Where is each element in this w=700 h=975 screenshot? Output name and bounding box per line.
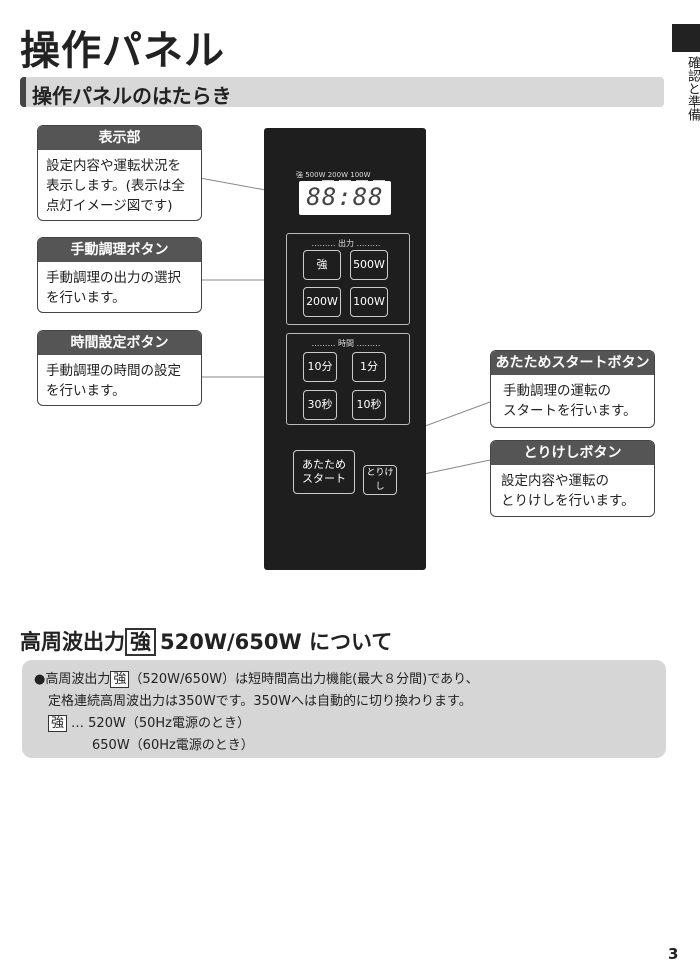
- power-title-pre: 高周波出力: [20, 630, 125, 654]
- callout-manual-buttons: 手動調理ボタン 手動調理の出力の選択 を行います。: [37, 237, 202, 313]
- callout-manual-line: を行います。: [46, 290, 126, 306]
- callout-cancel-body: 設定内容や運転の とりけしを行います。: [491, 465, 654, 516]
- callout-manual-line: 手動調理の出力の選択: [46, 270, 181, 286]
- callout-cancel-line: 設定内容や運転の: [501, 473, 609, 489]
- callout-start-body: 手動調理の運転の スタートを行います。: [491, 375, 654, 427]
- note-line-3-box: 強: [48, 715, 68, 732]
- callout-time-buttons: 時間設定ボタン 手動調理の時間の設定 を行います。: [37, 330, 202, 406]
- note-line-4: 650W（60Hz電源のとき）: [92, 738, 254, 753]
- note-line-1-pre: ●高周波出力: [34, 672, 111, 687]
- 500w-button[interactable]: 500W: [350, 250, 388, 280]
- section-bar: [20, 77, 664, 107]
- callout-manual-title: 手動調理ボタン: [38, 238, 201, 262]
- callout-display-body: 設定内容や運転状況を 表示します。(表示は全 点灯イメージ図です): [38, 150, 201, 220]
- callout-time-body: 手動調理の時間の設定 を行います。: [38, 355, 201, 405]
- section-title: 操作パネルのはたらき: [32, 84, 232, 108]
- callout-start-line: スタートを行います。: [503, 403, 637, 419]
- callout-start-title: あたためスタートボタン: [491, 351, 654, 375]
- note-line-3-post: … 520W（50Hz電源のとき）: [71, 716, 250, 731]
- display-digits: 88:88: [306, 183, 384, 211]
- section-bar-accent: [20, 77, 26, 107]
- note-line-3: 強… 520W（50Hz電源のとき）: [48, 712, 250, 732]
- callout-start-button: あたためスタートボタン 手動調理の運転の スタートを行います。: [490, 350, 655, 428]
- callout-display-title: 表示部: [38, 126, 201, 150]
- 200w-button[interactable]: 200W: [303, 287, 341, 317]
- callout-cancel-line: とりけしを行います。: [501, 493, 635, 509]
- note-line-1-post: （520W/650W）は短時間高出力機能(最大８分間)であり、: [129, 672, 479, 687]
- strong-button[interactable]: 強: [303, 250, 341, 280]
- callout-cancel-button: とりけしボタン 設定内容や運転の とりけしを行います。: [490, 440, 655, 517]
- note-line-1: ●高周波出力強（520W/650W）は短時間高出力機能(最大８分間)であり、: [34, 668, 479, 688]
- callout-display-line: 点灯イメージ図です): [46, 198, 173, 214]
- power-title-post: 520W/650W について: [160, 630, 393, 654]
- 1min-button[interactable]: 1分: [352, 352, 386, 382]
- callout-time-title: 時間設定ボタン: [38, 331, 201, 355]
- display-screen: [299, 181, 391, 215]
- callout-display: 表示部 設定内容や運転状況を 表示します。(表示は全 点灯イメージ図です): [37, 125, 202, 221]
- callout-display-line: 設定内容や運転状況を: [46, 158, 181, 174]
- callout-manual-body: 手動調理の出力の選択 を行います。: [38, 262, 201, 312]
- note-line-2: 定格連続高周波出力は350Wです。350Wへは自動的に切り換わります。: [48, 694, 472, 709]
- time-button-group: [286, 333, 410, 425]
- callout-time-line: 手動調理の時間の設定: [46, 363, 181, 379]
- cancel-button[interactable]: とりけし: [363, 465, 397, 495]
- callout-start-line: 手動調理の運転の: [503, 383, 611, 399]
- output-group-label: ……… 出力 ………: [311, 239, 381, 248]
- 100w-button[interactable]: 100W: [350, 287, 388, 317]
- display-indicator-labels: 強 500W 200W 100W: [296, 171, 371, 179]
- 10sec-button[interactable]: 10秒: [352, 390, 386, 420]
- output-button-group: [286, 233, 410, 325]
- side-tab-marker: [672, 24, 700, 52]
- 30sec-button[interactable]: 30秒: [303, 390, 337, 420]
- callout-cancel-title: とりけしボタン: [491, 441, 654, 465]
- callout-time-line: を行います。: [46, 383, 126, 399]
- page-number: 3: [668, 945, 679, 963]
- page-title: 操作パネル: [20, 28, 225, 74]
- warm-start-button[interactable]: あたため スタート: [293, 450, 355, 494]
- power-title-box: 強: [125, 628, 156, 656]
- side-tab-label: 確認と準備: [685, 56, 700, 121]
- 10min-button[interactable]: 10分: [303, 352, 337, 382]
- note-line-1-box: 強: [110, 671, 130, 688]
- warm-start-label-1: あたため: [302, 458, 346, 471]
- warm-start-label-2: スタート: [302, 472, 346, 485]
- callout-display-line: 表示します。(表示は全: [46, 178, 185, 194]
- time-group-label: ……… 時間 ………: [311, 339, 381, 348]
